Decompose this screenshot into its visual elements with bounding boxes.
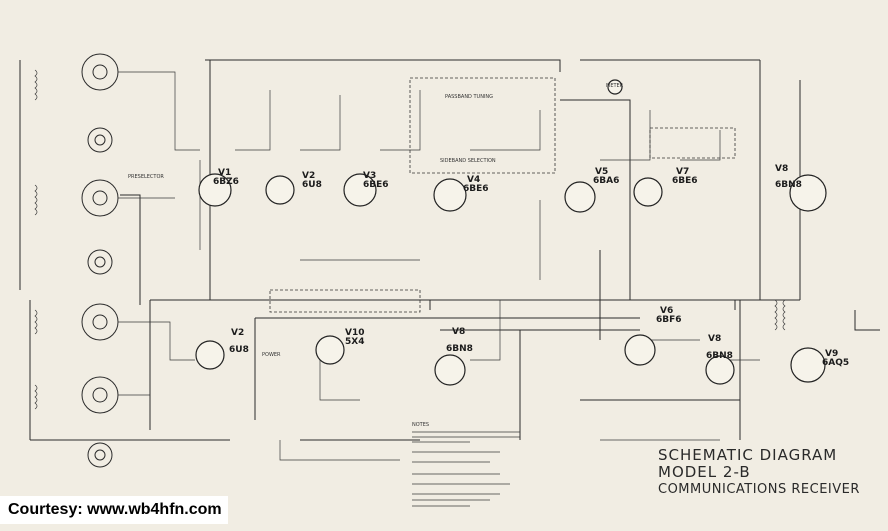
tube-label-v4: V4 <box>467 175 480 185</box>
tube-type-v5: 6BA6 <box>593 176 619 186</box>
meter-label: METER <box>606 83 624 89</box>
notes-label: NOTES <box>412 422 429 428</box>
tube-label-v5: V5 <box>595 167 608 177</box>
tube-label-v7: V7 <box>676 167 689 177</box>
component-wiring <box>118 71 760 461</box>
tube-type-v2-lower: 6U8 <box>229 345 249 355</box>
power-label: POWER <box>262 352 281 358</box>
tube-label-v8-top: V8 <box>775 164 788 174</box>
tube-label-v2-lower: V2 <box>231 328 244 338</box>
tube-type-v7: 6BE6 <box>672 176 698 186</box>
tube-label-v6: V6 <box>660 306 673 316</box>
if-box <box>649 127 736 159</box>
tube-label-v8-mid: V8 <box>452 327 465 337</box>
tube-type-v9: 6AQ5 <box>822 358 849 368</box>
tube-type-v6: 6BF6 <box>656 315 682 325</box>
bus-wiring <box>19 59 880 441</box>
sideband-selection-label: SIDEBAND SELECTION <box>440 158 496 164</box>
title-line-3: COMMUNICATIONS RECEIVER <box>658 482 860 497</box>
tube-type-v8-low: 6BN8 <box>706 351 733 361</box>
credit-caption: Courtesy: www.wb4hfn.com <box>0 496 228 524</box>
schematic-title-block: SCHEMATIC DIAGRAM MODEL 2-B COMMUNICATIO… <box>658 447 878 498</box>
preselector-label: PRESELECTOR <box>128 174 164 180</box>
tube-type-v10: 5X4 <box>345 337 364 347</box>
title-line-2: MODEL 2-B <box>658 463 751 481</box>
title-line-1: SCHEMATIC DIAGRAM <box>658 446 838 464</box>
coil-inductors <box>34 69 786 410</box>
tube-label-v9: V9 <box>825 349 838 359</box>
tube-label-v8-low: V8 <box>708 334 721 344</box>
vacuum-tubes <box>195 79 827 386</box>
tube-label-v10: V10 <box>345 328 365 338</box>
passband-tuning-label: PASSBAND TUNING <box>445 94 493 100</box>
tube-type-v8-top: 6BN8 <box>775 180 802 190</box>
tube-type-v4: 6BE6 <box>463 184 489 194</box>
tube-label-v1: V1 <box>218 168 231 178</box>
tube-label-v3: V3 <box>363 171 376 181</box>
section-labels: PRESELECTOR PASSBAND TUNING SIDEBAND SEL… <box>128 83 624 428</box>
notes-block <box>412 431 520 507</box>
tube-type-v8-mid: 6BN8 <box>446 344 473 354</box>
tube-labels: V1 6BZ6 V2 6U8 V3 6BE6 V4 6BE6 V5 6BA6 V… <box>213 164 849 368</box>
tube-type-v3: 6BE6 <box>363 180 389 190</box>
band-switches <box>81 53 119 468</box>
passband-box <box>409 77 556 174</box>
switch-box <box>269 289 421 313</box>
tube-type-v2: 6U8 <box>302 180 322 190</box>
tube-type-v1: 6BZ6 <box>213 177 239 187</box>
tube-label-v2: V2 <box>302 171 315 181</box>
